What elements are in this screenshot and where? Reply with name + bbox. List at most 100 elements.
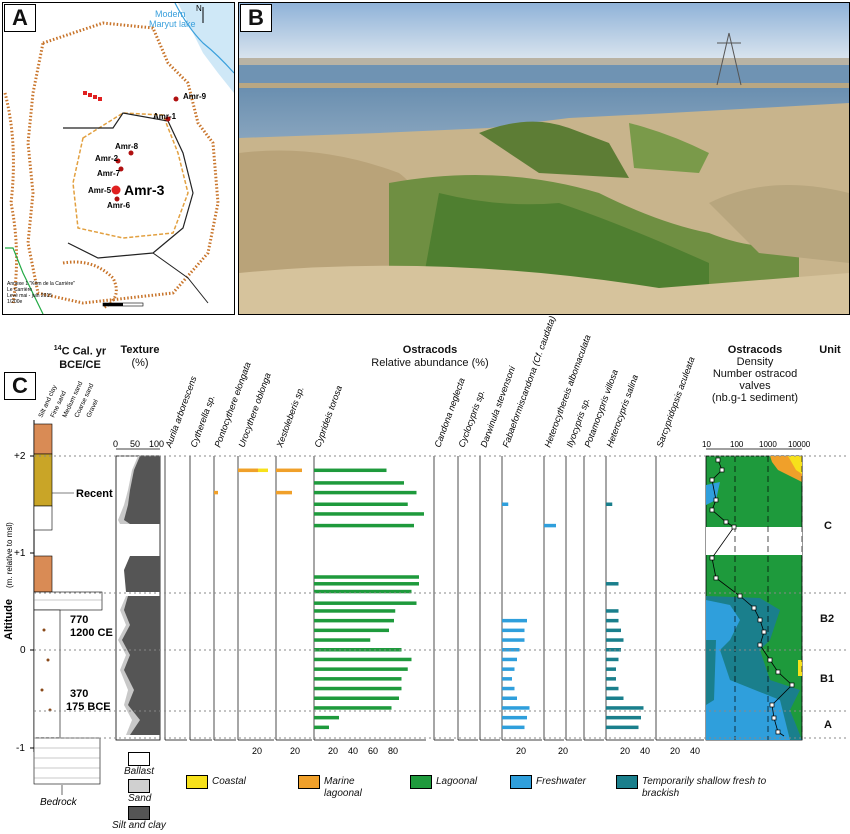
bar-cyprideis-7 — [314, 582, 419, 586]
strat-header: 14C Cal. yr BCE/CE — [53, 345, 107, 371]
bar-cyprideis-17 — [314, 677, 402, 681]
species-tick-5-1: 40 — [348, 746, 358, 756]
bar-heterocypris-16 — [606, 667, 616, 671]
species-tick-4-0: 20 — [290, 746, 300, 756]
bar-cyprideis-13 — [314, 638, 371, 642]
site-label-amr-9: Amr-9 — [183, 92, 207, 101]
date-label-175bce: 175 BCE — [66, 701, 111, 713]
legend-label-freshwater: Freshwater — [536, 776, 587, 787]
bar-heterocypris-18 — [606, 686, 619, 691]
unit-boundaries — [34, 455, 848, 739]
bedrock-label: Bedrock — [40, 797, 78, 808]
species-tick-13-1: 40 — [640, 746, 650, 756]
legend-label-marine-lagoonal: Marine lagoonal — [324, 776, 362, 799]
site-label-amr-2: Amr-2 — [95, 154, 119, 163]
bar-fabaeformiscandona-17 — [502, 677, 512, 681]
bar-heterocypris-20 — [606, 706, 644, 710]
bar-cyprideis-15 — [314, 657, 412, 662]
bar-cyprideis-11 — [314, 618, 394, 623]
unit-b2: B2 — [820, 613, 835, 625]
bar-fabaeformiscandona-16 — [502, 667, 515, 671]
alt-tick-plus1: +1 — [14, 548, 26, 559]
legend-label-ballast: Ballast — [124, 766, 155, 777]
bar-fabaeformiscandona-15 — [502, 657, 517, 662]
bar-fabaeformiscandona-3 — [502, 502, 509, 506]
bar-cyprideis-22 — [314, 725, 329, 730]
bar-fabaeformiscandona-12 — [502, 628, 525, 633]
species-name-5: Cyprideis torosa — [312, 384, 344, 449]
bar-cyprideis-12 — [314, 628, 389, 633]
species-tick-13-0: 20 — [620, 746, 630, 756]
species-name-4: Xestoleberis sp. — [274, 385, 306, 450]
bar-minor-2 — [276, 468, 302, 473]
altitude-ticks — [30, 455, 34, 749]
bar-minor-5 — [544, 523, 556, 528]
legend-swatch-coastal — [186, 775, 208, 789]
unit-c: C — [824, 520, 832, 532]
lake-label-1: Modern — [155, 9, 186, 19]
legend-label-temporary: Temporarily shallow fresh to brackish — [642, 776, 767, 799]
site-markers — [111, 96, 179, 202]
density-tick-1000: 1000 — [759, 440, 777, 449]
legend-label-silt-clay: Silt and clay — [112, 820, 166, 831]
bar-fabaeformiscandona-11 — [502, 618, 527, 623]
bar-cyprideis-21 — [314, 715, 339, 720]
map-caption-1: Annexe 1 "Kôm de la Carrière" — [7, 281, 75, 287]
texture-tick-100: 100 — [149, 439, 164, 449]
bar-fabaeformiscandona-18 — [502, 686, 515, 691]
legend-label-sand: Sand — [128, 793, 152, 804]
bar-heterocypris-22 — [606, 725, 639, 730]
bar-cyprideis-6 — [314, 575, 419, 579]
species-tick-14-1: 40 — [690, 746, 700, 756]
bar-cyprideis-5 — [314, 523, 414, 528]
legend-label-coastal: Coastal — [212, 776, 246, 787]
panel-b-photo: B — [238, 2, 850, 315]
bar-cyprideis-18 — [314, 686, 402, 691]
bar-heterocypris-17 — [606, 677, 616, 681]
bar-fabaeformiscandona-21 — [502, 715, 527, 720]
outer-boundary — [26, 21, 220, 305]
bar-cyprideis-0 — [314, 468, 387, 473]
site-label-amr-3: Amr-3 — [124, 182, 165, 198]
legend-swatch-ballast — [128, 752, 150, 766]
panel-a-letter: A — [4, 4, 36, 32]
density-tick-10: 10 — [702, 440, 711, 449]
bar-minor-3 — [276, 490, 292, 495]
bar-cyprideis-2 — [314, 490, 417, 495]
species-tick-9-0: 20 — [516, 746, 526, 756]
bar-heterocypris-19 — [606, 696, 624, 700]
bar-cyprideis-10 — [314, 609, 396, 613]
density-panel — [705, 448, 803, 741]
bar-heterocypris-12 — [606, 628, 621, 633]
map-caption-4: 1/200e — [7, 299, 23, 305]
map-caption-3: Levé mai - juin 2015 — [7, 293, 52, 299]
texture-tick-50: 50 — [130, 439, 140, 449]
date-label-370: 370 — [70, 688, 88, 700]
site-label-amr-1: Amr-1 — [153, 112, 177, 121]
bar-cyprideis-19 — [314, 696, 399, 700]
legend-swatch-freshwater — [510, 775, 532, 789]
lake-label-2: Maryut lake — [149, 19, 196, 29]
bar-cyprideis-14 — [314, 648, 402, 652]
bar-heterocypris-11 — [606, 618, 619, 623]
species-columns — [164, 456, 704, 741]
species-tick-5-2: 60 — [368, 746, 378, 756]
species-tick-5-0: 20 — [328, 746, 338, 756]
bar-fabaeformiscandona-20 — [502, 706, 530, 710]
bar-heterocypris-15 — [606, 657, 619, 662]
bar-heterocypris-13 — [606, 638, 624, 642]
bar-heterocypris-7 — [606, 582, 619, 586]
bar-cyprideis-4 — [314, 512, 424, 516]
bar-cyprideis-8 — [314, 589, 412, 594]
date-label-recent: Recent — [76, 488, 113, 500]
bar-fabaeformiscandona-19 — [502, 696, 517, 700]
legend-swatch-marine-lagoonal — [298, 775, 320, 789]
north-label: N — [196, 4, 202, 13]
unit-a: A — [824, 719, 832, 731]
alt-tick-zero: 0 — [20, 645, 26, 656]
site-label-amr-7: Amr-7 — [97, 169, 121, 178]
alt-tick-minus1: -1 — [16, 743, 25, 754]
panel-a-map: N Modern Maryut lake Amr-9 Amr-1 Amr-8 A… — [2, 2, 235, 315]
altitude-axis-label: Altitude — [3, 599, 15, 640]
